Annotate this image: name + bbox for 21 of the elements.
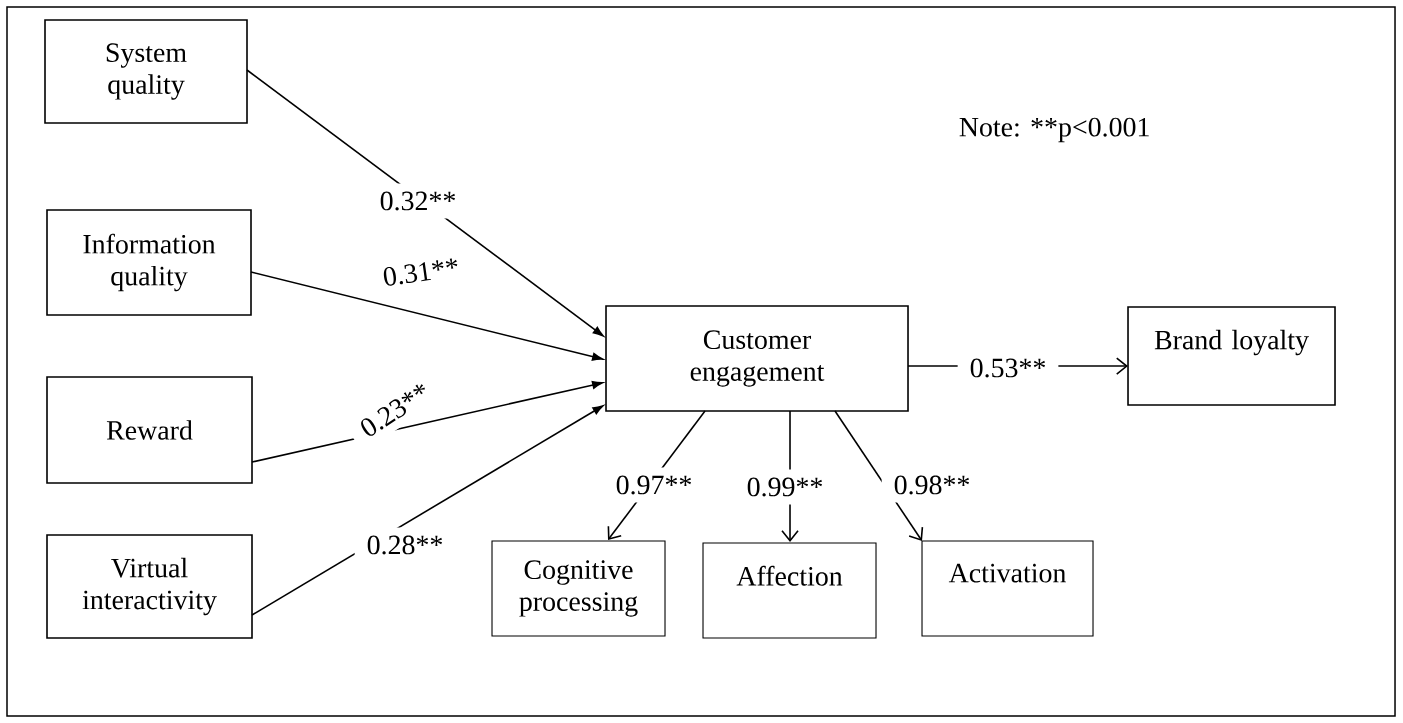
note: Note: **p<0.001 — [959, 117, 1149, 143]
construct-box: Affection — [702, 542, 877, 639]
construct-box: Activation — [921, 540, 1094, 637]
construct-box: Virtual interactivity — [46, 534, 253, 639]
path-coefficient: 0.53** — [957, 350, 1059, 386]
path-coefficient: 0.99** — [734, 469, 836, 505]
path-coefficient: 0.31** — [368, 247, 474, 297]
path-coefficient: 0.97** — [603, 467, 705, 503]
construct-box: Reward — [46, 376, 253, 484]
construct-box: Information quality — [46, 209, 252, 316]
construct-box: Cognitive processing — [491, 540, 666, 637]
path-coefficient: 0.98** — [881, 467, 983, 503]
path-coefficient: 0.28** — [354, 527, 456, 563]
path-coefficient: 0.32** — [367, 183, 469, 219]
arrow — [250, 271, 604, 361]
arrow — [246, 69, 604, 337]
arrow — [251, 381, 604, 463]
construct-box: Brand loyalty — [1127, 306, 1336, 406]
construct-box: System quality — [44, 19, 248, 124]
construct-box: Customer engagement — [605, 305, 909, 412]
arrow — [251, 405, 604, 616]
